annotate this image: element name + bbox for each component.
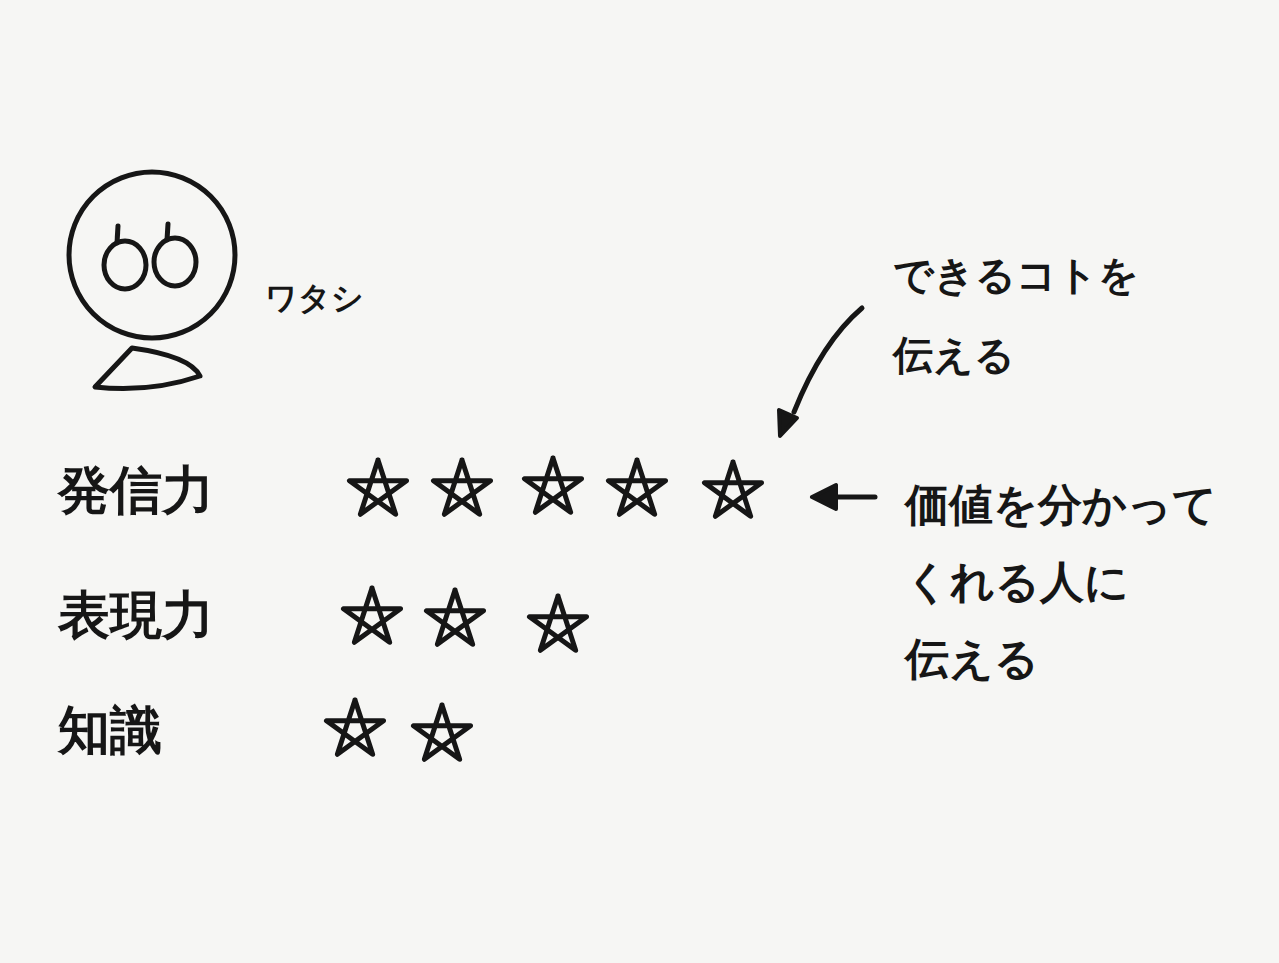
body-wedge	[95, 348, 200, 389]
eye-tuft	[117, 226, 118, 243]
eye-tuft	[167, 224, 168, 240]
text-label: ワタシ	[265, 279, 364, 317]
text-label: できるコトを 伝える	[893, 235, 1139, 395]
star-mark	[326, 700, 383, 754]
star-mark	[524, 458, 581, 512]
star-mark	[349, 460, 406, 514]
arrow-head	[779, 410, 797, 436]
star-mark	[608, 460, 665, 514]
text-label: 価値を分かって くれる人に 伝える	[905, 466, 1217, 697]
text-label: 表現力	[58, 584, 214, 646]
eye	[154, 238, 196, 286]
star-mark	[426, 590, 483, 644]
star-mark	[704, 462, 761, 516]
star-mark	[529, 596, 586, 650]
star-mark	[413, 705, 470, 759]
leader-arrow	[832, 495, 875, 500]
head-outline	[69, 172, 235, 338]
eye	[104, 241, 146, 289]
arrow-head	[812, 485, 836, 509]
leader-arrow	[794, 308, 862, 412]
star-mark	[343, 588, 400, 642]
text-label: 発信力	[58, 459, 214, 521]
text-label: 知識	[58, 699, 162, 761]
star-mark	[433, 460, 490, 514]
